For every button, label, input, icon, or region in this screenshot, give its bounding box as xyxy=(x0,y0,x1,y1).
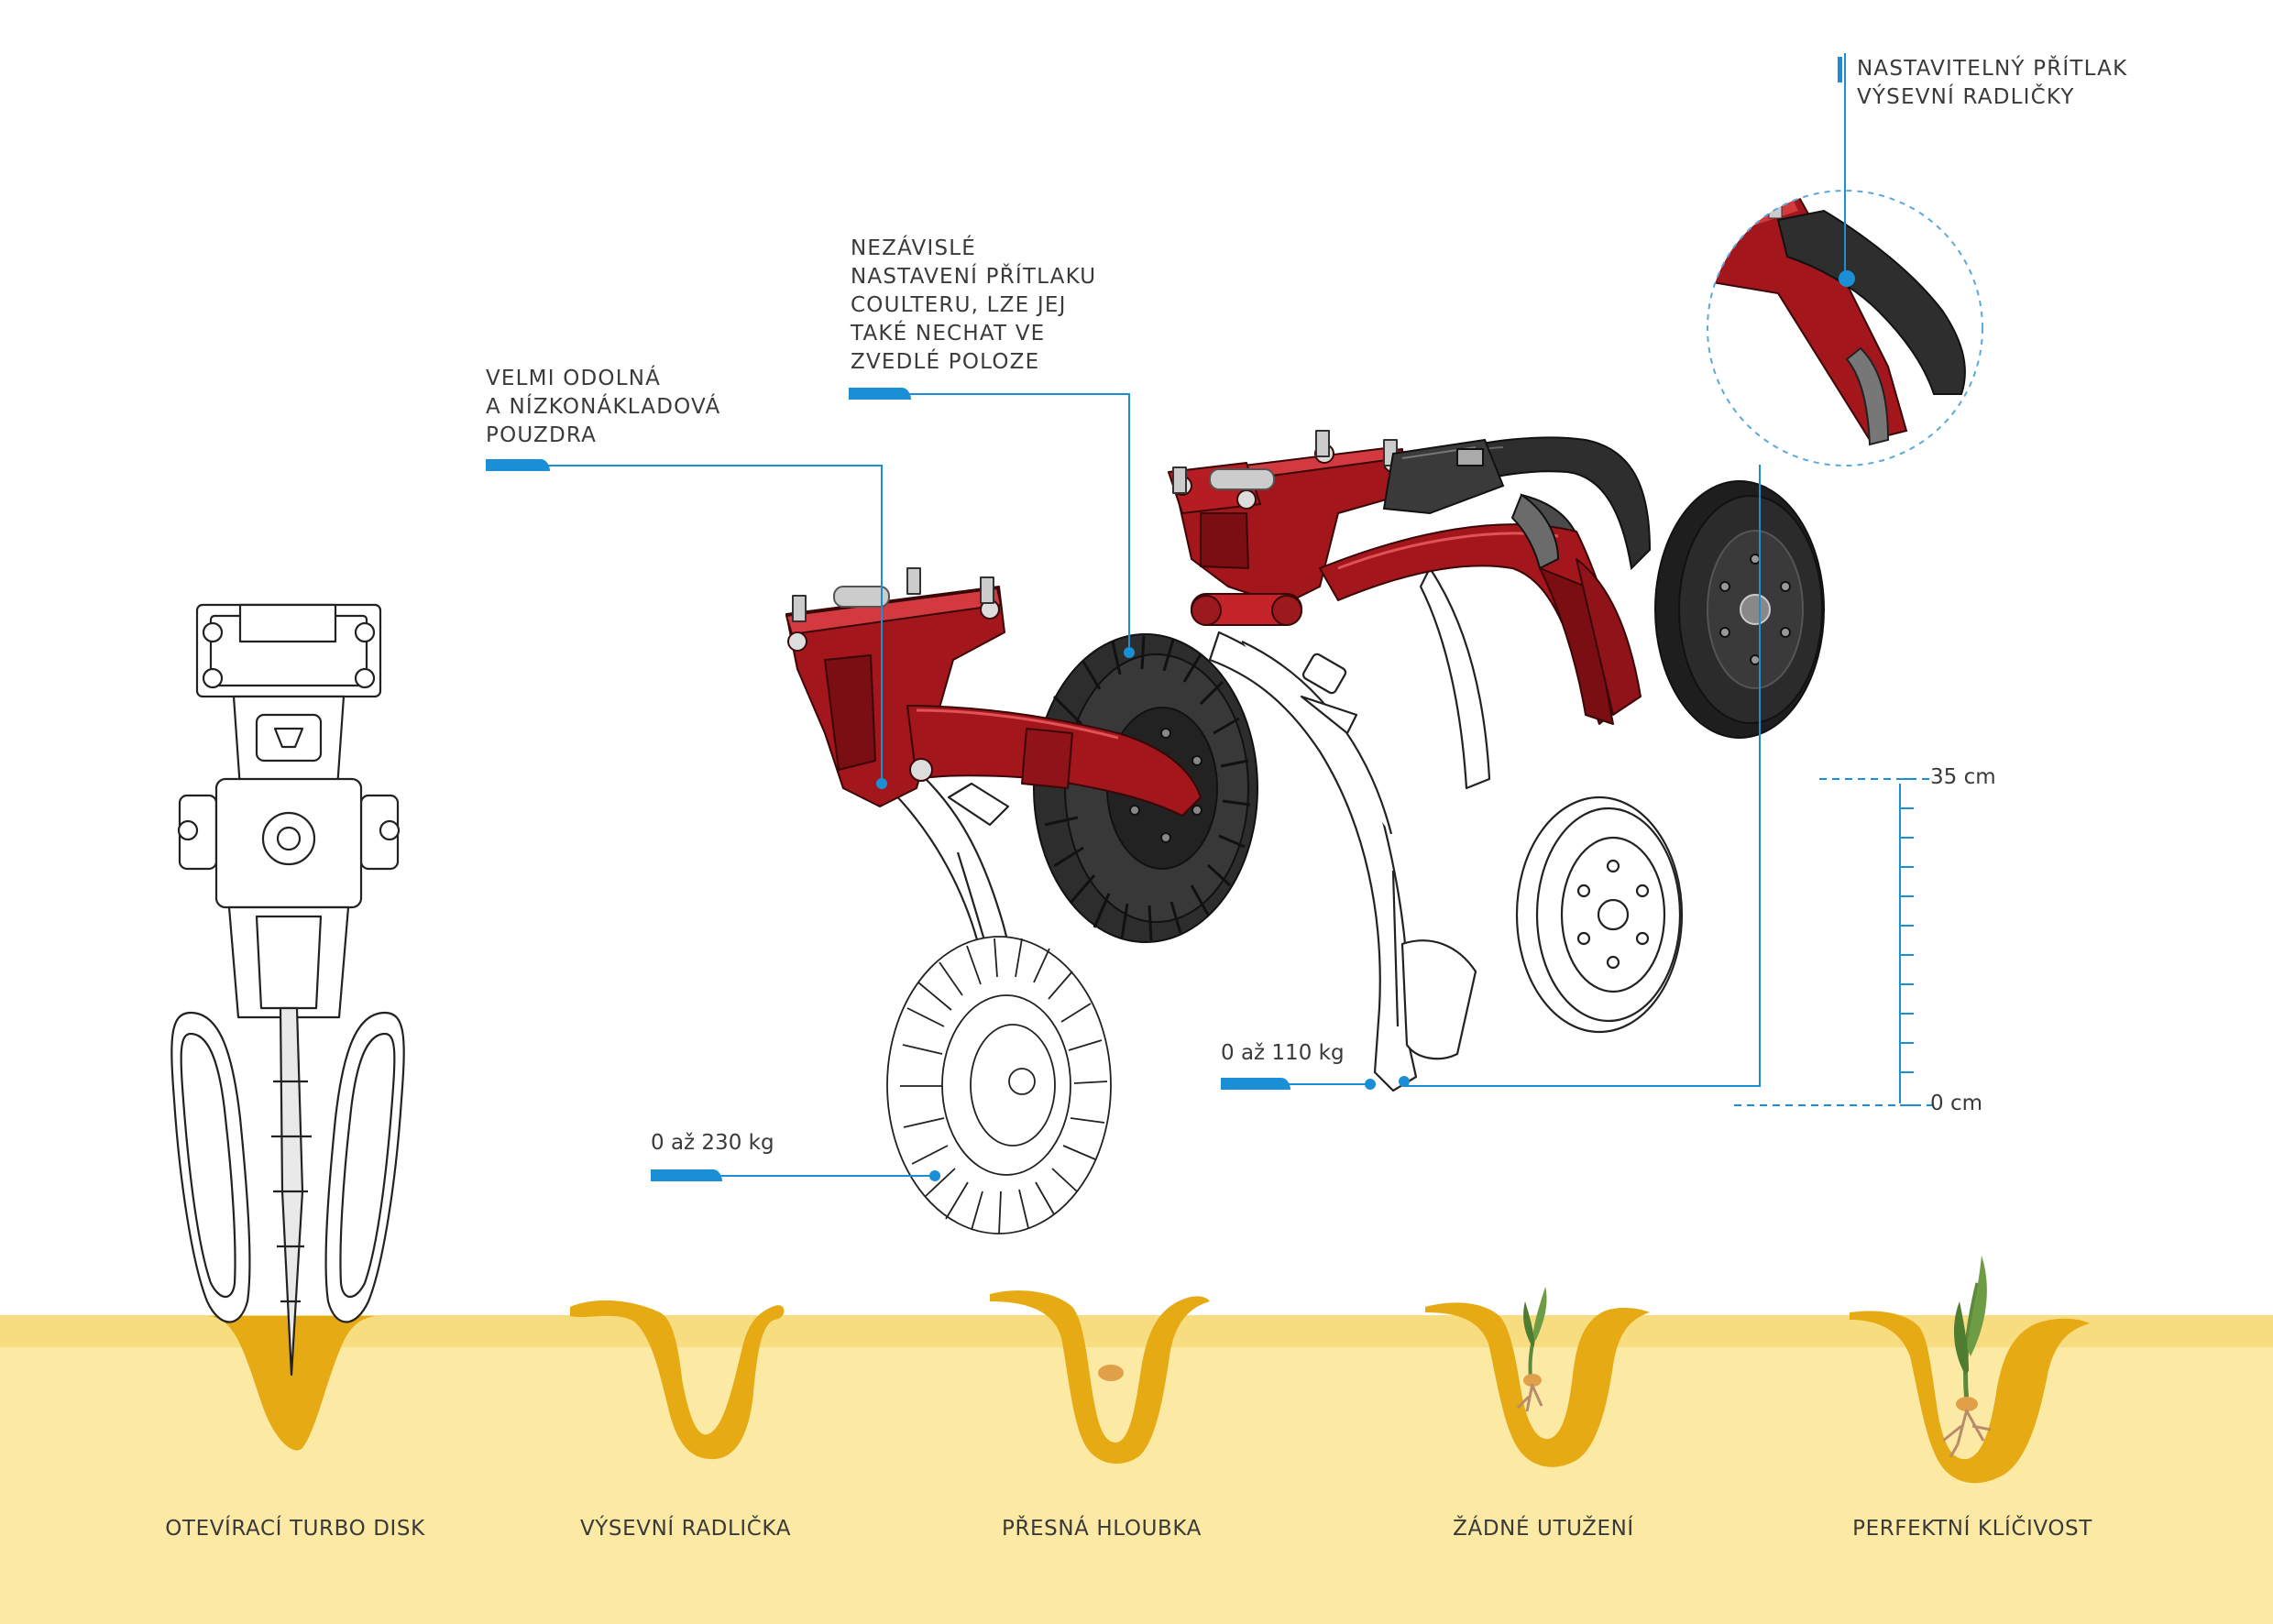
soil-band xyxy=(0,1290,2273,1624)
step-label-germination: PERFEKTNÍ KLÍČIVOST xyxy=(1852,1517,2092,1541)
front-turbo-disc xyxy=(886,936,1112,1234)
dot-housing xyxy=(876,778,887,789)
front-red-frame xyxy=(785,567,1202,817)
tab-coulter-load xyxy=(1221,1078,1290,1090)
dot-tip xyxy=(1399,1076,1410,1087)
depth-scale-min: 0 cm xyxy=(1930,1092,1982,1115)
callout-housing-line: VELMI ODOLNÁ xyxy=(486,367,662,390)
callout-housing: VELMI ODOLNÁ A NÍZKONÁKLADOVÁ POUZDRA xyxy=(486,365,720,450)
depth-scale-max: 35 cm xyxy=(1930,765,1996,789)
depth-wheel xyxy=(1654,480,1825,739)
sprout-small xyxy=(1516,1287,1547,1412)
coulter-shank xyxy=(1208,566,1491,1092)
furrow-3 xyxy=(990,1290,1210,1465)
callout-coulter: NEZÁVISLÉ NASTAVENÍ PŘÍTLAKU COULTERU, L… xyxy=(851,235,1096,377)
coulter-load-value: 0 až 110 kg xyxy=(1221,1041,1345,1065)
callout-housing-line: POUZDRA xyxy=(486,423,598,447)
black-bracket xyxy=(1382,438,1560,570)
seed xyxy=(1098,1365,1124,1381)
front-view-drawing xyxy=(170,603,405,1377)
furrow-5 xyxy=(1850,1311,2090,1484)
dot-disc-load xyxy=(929,1170,940,1181)
sprout-large xyxy=(1942,1256,1992,1458)
tab-pressure xyxy=(1838,57,1842,82)
callout-coulter-line: ZVEDLÉ POLOZE xyxy=(851,350,1040,374)
furrow-1 xyxy=(206,1316,376,1451)
dot-coulter-load xyxy=(1365,1079,1376,1090)
dot-coulter xyxy=(1124,647,1135,658)
step-label-disc: OTEVÍRACÍ TURBO DISK xyxy=(165,1517,425,1541)
furrow-4 xyxy=(1425,1302,1650,1467)
callout-coulter-line: COULTERU, LZE JEJ xyxy=(851,293,1067,317)
main-red-frame xyxy=(1168,430,1642,725)
callout-pressure-line: VÝSEVNÍ RADLIČKY xyxy=(1857,85,2075,109)
step-label-coulter: VÝSEVNÍ RADLIČKA xyxy=(579,1517,792,1541)
disc-load-value: 0 až 230 kg xyxy=(651,1131,774,1155)
step-label-compaction: ŽÁDNÉ UTUŽENÍ xyxy=(1453,1517,1634,1541)
pressure-wheel xyxy=(1515,796,1684,1034)
callout-coulter-line: NEZÁVISLÉ xyxy=(851,236,977,260)
callout-coulter-pressure: NASTAVITELNÝ PŘÍTLAK VÝSEVNÍ RADLIČKY xyxy=(1857,55,2127,112)
callout-coulter-line: TAKÉ NECHAT VE xyxy=(851,322,1046,346)
callout-housing-line: A NÍZKONÁKLADOVÁ xyxy=(486,395,721,419)
depth-scale xyxy=(1734,778,1934,1106)
tab-coulter xyxy=(849,388,911,400)
callout-tabs xyxy=(486,57,1842,1181)
callout-leaders xyxy=(541,53,1846,1177)
detail-magnifier xyxy=(1707,190,1983,466)
tab-disc-load xyxy=(651,1169,722,1181)
callout-coulter-line: NASTAVENÍ PŘÍTLAKU xyxy=(851,265,1097,289)
callout-pressure-line: NASTAVITELNÝ PŘÍTLAK xyxy=(1857,57,2128,81)
step-label-depth: PŘESNÁ HLOUBKA xyxy=(1001,1517,1202,1541)
furrow-2 xyxy=(570,1300,785,1460)
tab-housing xyxy=(486,459,550,471)
